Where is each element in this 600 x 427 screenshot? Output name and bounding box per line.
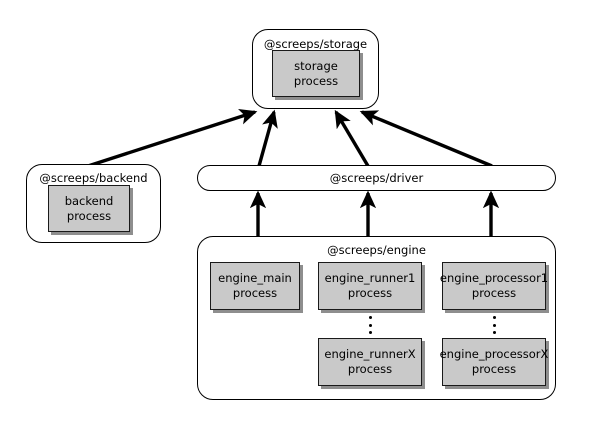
package-backend-label: @screeps/backend bbox=[39, 171, 148, 185]
process-engine-runnerx-kind: process bbox=[347, 362, 393, 376]
package-driver-label: @screeps/driver bbox=[329, 171, 424, 185]
process-engine-processor1-kind: process bbox=[471, 286, 517, 300]
process-engine-runner1-name: engine_runner1 bbox=[324, 271, 416, 286]
arrow-backend-to-storage bbox=[87, 108, 258, 168]
package-storage-label: @screeps/storage bbox=[263, 37, 368, 51]
process-engine-runnerx[interactable]: engine_runnerX process bbox=[318, 338, 422, 386]
arrow-driver-to-storage-1 bbox=[257, 109, 278, 167]
package-driver[interactable]: @screeps/driver bbox=[197, 165, 556, 191]
process-storage-name: storage bbox=[294, 58, 338, 73]
arrow-driver-to-storage-2 bbox=[334, 109, 370, 167]
process-backend-name: backend bbox=[64, 193, 114, 208]
arrow-driver-to-storage-3 bbox=[359, 110, 493, 168]
process-engine-main-name: engine_main bbox=[218, 271, 292, 286]
process-storage-kind: process bbox=[293, 73, 339, 88]
process-engine-runnerx-name: engine_runnerX bbox=[324, 347, 416, 362]
process-engine-runner1-kind: process bbox=[347, 286, 393, 300]
process-engine-processor1-name: engine_processor1 bbox=[439, 271, 549, 286]
process-engine-processorx-kind: process bbox=[471, 362, 517, 376]
process-engine-processor1[interactable]: engine_processor1 process bbox=[439, 262, 549, 310]
process-engine-processorx[interactable]: engine_processorX process bbox=[439, 338, 549, 386]
process-backend[interactable]: backend process bbox=[48, 185, 130, 232]
process-engine-main[interactable]: engine_main process bbox=[210, 262, 300, 310]
process-storage[interactable]: storage process bbox=[272, 50, 360, 97]
package-engine-label: @screeps/engine bbox=[327, 243, 426, 257]
process-engine-processorx-name: engine_processorX bbox=[439, 347, 549, 362]
process-engine-main-kind: process bbox=[232, 286, 278, 300]
vertical-dots-runner-icon bbox=[366, 316, 374, 334]
process-engine-runner1[interactable]: engine_runner1 process bbox=[318, 262, 422, 310]
vertical-dots-processor-icon bbox=[490, 316, 498, 334]
process-backend-kind: process bbox=[66, 208, 112, 223]
